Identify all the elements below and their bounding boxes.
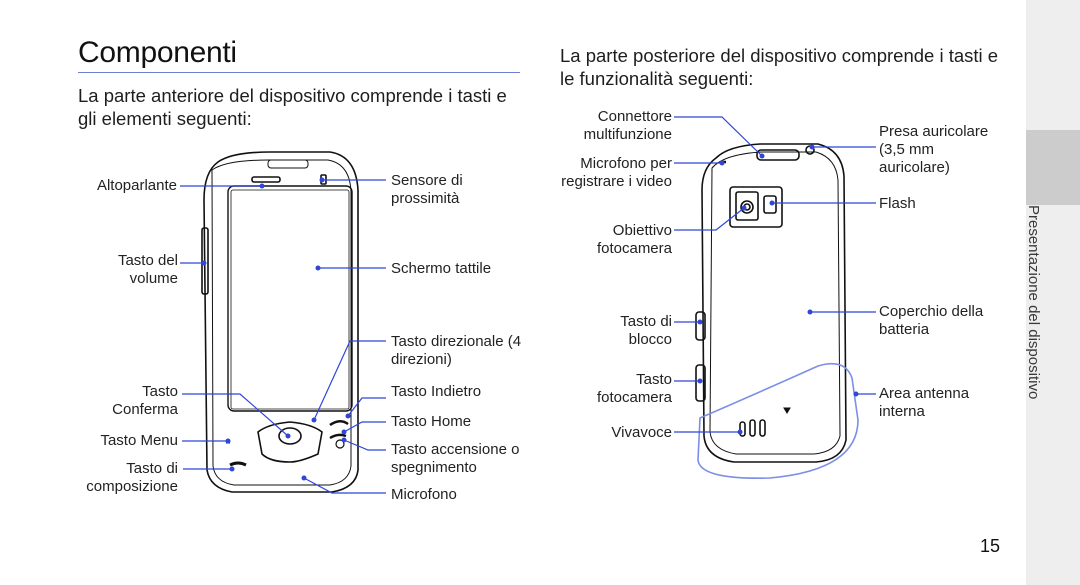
label-connettore-multifunzione: Connettore multifunzione (583, 108, 672, 143)
title-divider (78, 72, 520, 73)
label-area-antenna: Area antenna interna (879, 385, 970, 420)
label-sensore-prossimita: Sensore di prossimità (391, 172, 463, 207)
label-tasto-fotocamera: Tasto fotocamera (596, 371, 672, 406)
rear-intro-text: La parte posteriore del dispositivo comp… (560, 45, 999, 89)
callout-dots (201, 144, 859, 481)
label-tasto-conferma: Tasto Conferma (112, 383, 178, 418)
antenna-area-outline (697, 362, 859, 479)
label-tasto-volume: Tasto del volume (117, 252, 178, 287)
rear-phone-illustration (695, 143, 847, 463)
label-tasto-blocco: Tasto di blocco (620, 313, 672, 348)
label-microfono: Microfono (391, 486, 457, 503)
label-tasto-direzionale: Tasto direzionale (4 direzioni) (391, 333, 522, 368)
label-obiettivo-fotocamera: Obiettivo fotocamera (596, 222, 672, 257)
label-tasto-composizione: Tasto di composizione (86, 460, 178, 495)
label-vivavoce: Vivavoce (611, 424, 672, 441)
page-title: Componenti (78, 36, 237, 69)
chapter-side-tab: Presentazione del dispositivo (1025, 0, 1080, 585)
front-intro-text: La parte anteriore del dispositivo compr… (78, 85, 507, 129)
label-microfono-video: Microfono per registrare i video (561, 155, 672, 190)
label-presa-auricolare: Presa auricolare (3,5 mm auricolare) (879, 123, 989, 176)
side-tab-marker (1026, 130, 1080, 205)
label-tasto-menu: Tasto Menu (100, 432, 178, 449)
label-tasto-home: Tasto Home (391, 413, 472, 430)
page-number: 15 (980, 536, 1001, 556)
label-tasto-indietro: Tasto Indietro (391, 383, 482, 400)
label-flash: Flash (879, 195, 916, 212)
label-altoparlante: Altoparlante (96, 177, 177, 194)
label-tasto-accensione: Tasto accensione o spegnimento (391, 441, 520, 476)
label-schermo-tattile: Schermo tattile (391, 260, 492, 277)
callout-lines (180, 116, 876, 494)
label-coperchio-batteria: Coperchio della batteria (879, 303, 984, 338)
front-phone-illustration (201, 151, 359, 493)
